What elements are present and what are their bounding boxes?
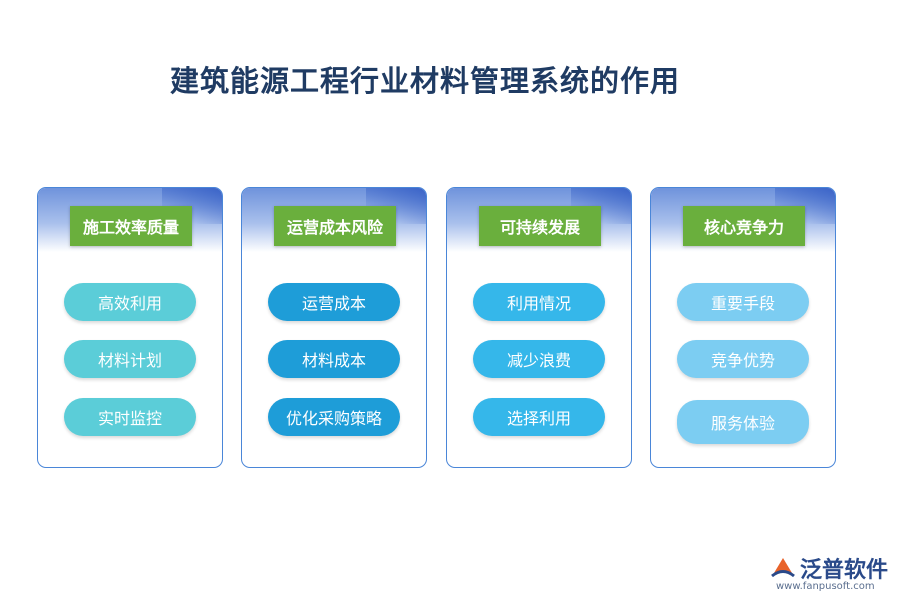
card-construction-efficiency: 施工效率质量 高效利用 材料计划 实时监控 [37,187,223,468]
brand-url: www.fanpusoft.com [776,581,875,592]
item-pill: 重要手段 [677,283,809,321]
item-pill: 实时监控 [64,398,196,436]
item-pill: 减少浪费 [473,340,605,378]
item-pill: 选择利用 [473,398,605,436]
card-header: 施工效率质量 [70,206,192,246]
item-pill: 竞争优势 [677,340,809,378]
item-pill: 材料成本 [268,340,400,378]
item-pill: 优化采购策略 [268,398,400,436]
card-operating-cost: 运营成本风险 运营成本 材料成本 优化采购策略 [241,187,427,468]
card-header: 可持续发展 [479,206,601,246]
item-pill: 利用情况 [473,283,605,321]
card-header: 运营成本风险 [274,206,396,246]
card-core-competitiveness: 核心竞争力 重要手段 竞争优势 服务体验 [650,187,836,468]
brand-name: 泛普软件 [800,558,889,583]
fanpu-logo-icon [771,558,795,578]
brand-logo: 泛普软件 [770,552,888,584]
item-pill: 服务体验 [677,400,809,444]
item-pill: 高效利用 [64,283,196,321]
card-header: 核心竞争力 [683,206,805,246]
card-sustainable-development: 可持续发展 利用情况 减少浪费 选择利用 [446,187,632,468]
diagram-title: 建筑能源工程行业材料管理系统的作用 [169,64,680,98]
item-pill: 材料计划 [64,340,196,378]
item-pill: 运营成本 [268,283,400,321]
